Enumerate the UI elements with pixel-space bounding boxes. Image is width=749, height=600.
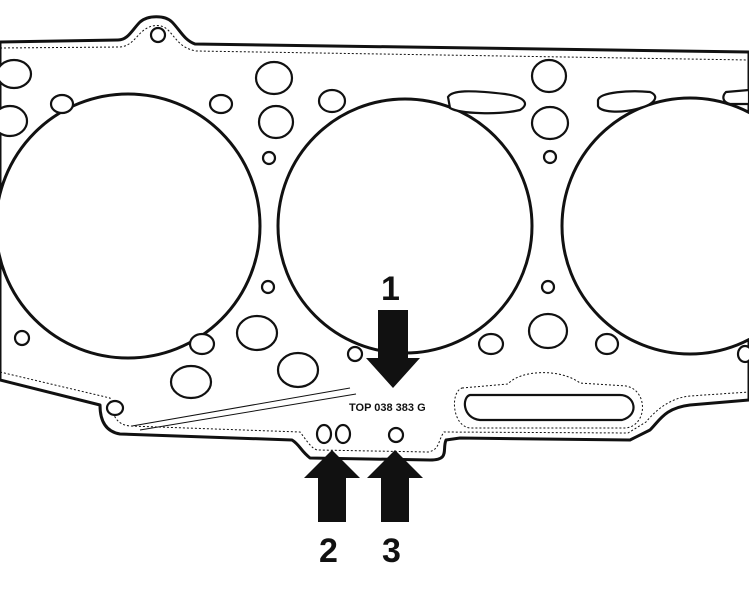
water-hole bbox=[260, 279, 276, 295]
bolt-hole bbox=[276, 351, 320, 389]
water-hole bbox=[188, 332, 216, 356]
bolt-hole bbox=[257, 104, 295, 140]
bolt-hole bbox=[527, 312, 569, 350]
gasket-inner-bead bbox=[0, 25, 749, 453]
water-hole bbox=[542, 149, 558, 165]
identification-hole bbox=[315, 423, 333, 445]
oil-hole bbox=[0, 104, 29, 138]
coolant-slot bbox=[722, 88, 749, 106]
water-hole bbox=[540, 279, 556, 295]
bolt-hole bbox=[169, 364, 213, 400]
arrow-2-icon bbox=[304, 450, 360, 522]
water-hole bbox=[208, 93, 234, 115]
bolt-hole bbox=[235, 314, 279, 352]
water-hole bbox=[49, 93, 75, 115]
identification-hole bbox=[334, 423, 352, 445]
coolant-slot bbox=[446, 90, 527, 115]
bolt-hole bbox=[530, 58, 568, 94]
oil-hole bbox=[0, 58, 33, 90]
cylinder-bore-3 bbox=[560, 96, 749, 356]
bolt-hole bbox=[254, 60, 294, 96]
water-hole bbox=[13, 329, 31, 347]
arrow-3-icon bbox=[367, 450, 423, 522]
tab-hole bbox=[149, 26, 167, 44]
water-hole bbox=[346, 345, 364, 363]
bolt-hole bbox=[530, 105, 570, 141]
callout-1-label: 1 bbox=[381, 270, 400, 308]
water-hole bbox=[594, 332, 620, 356]
identification-hole bbox=[387, 426, 405, 444]
cylinder-bore-1 bbox=[0, 92, 262, 360]
water-hole bbox=[736, 344, 749, 364]
water-hole bbox=[261, 150, 277, 166]
water-hole bbox=[317, 88, 347, 114]
arrow-1-icon bbox=[366, 310, 420, 388]
oil-drain-slot bbox=[463, 393, 635, 422]
coolant-slot bbox=[596, 90, 657, 113]
callout-3-label: 3 bbox=[382, 532, 401, 570]
oil-drain-slot-bead bbox=[453, 372, 643, 429]
part-number-stamp: TOP 038 383 G bbox=[349, 402, 426, 414]
score-line bbox=[131, 387, 357, 431]
water-hole bbox=[477, 332, 505, 356]
callout-2-label: 2 bbox=[319, 532, 338, 570]
water-hole bbox=[105, 399, 125, 417]
